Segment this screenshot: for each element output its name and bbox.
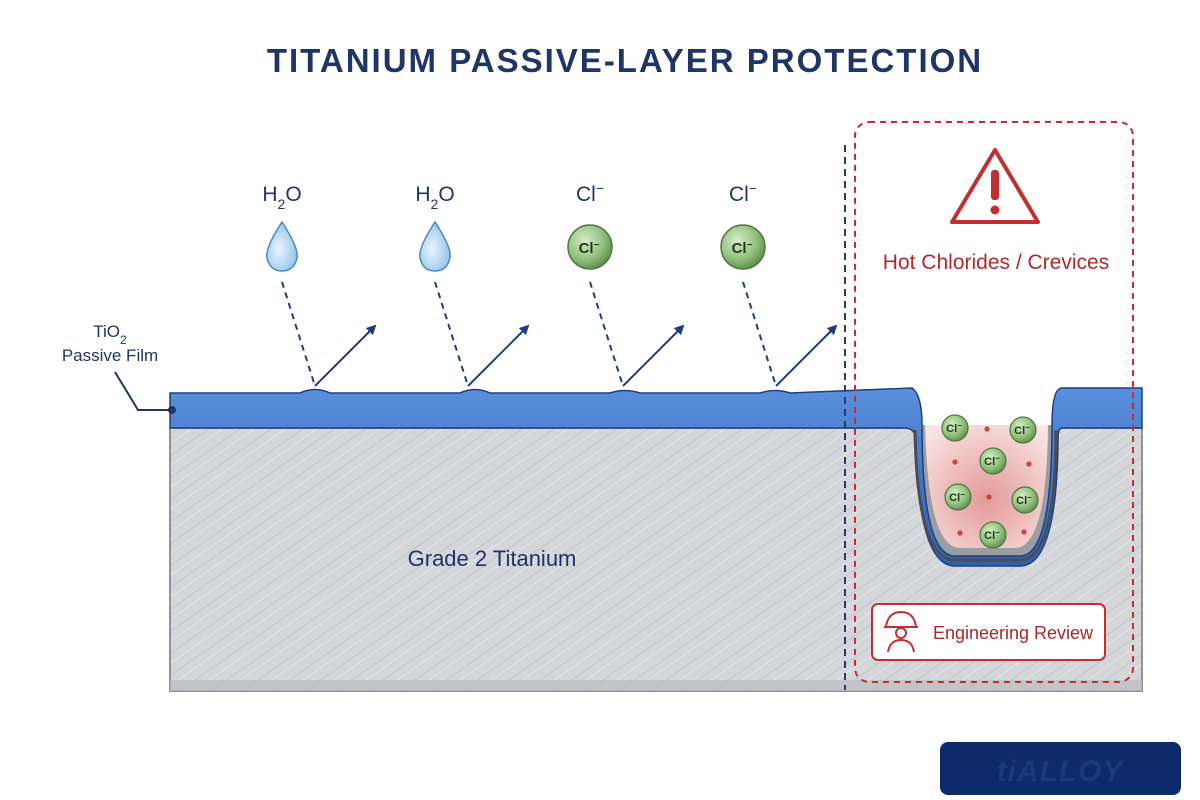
- formula-main: H: [262, 183, 277, 206]
- incoming-path: [589, 281, 624, 387]
- water-droplet-icon: [419, 220, 451, 272]
- chloride-ion-icon: [720, 224, 766, 270]
- formula-sub: 2: [431, 196, 439, 212]
- species-chloride: Cl−Cl−: [567, 180, 685, 387]
- review-label: Engineering Review: [933, 623, 1094, 643]
- species-formula: Cl−: [576, 180, 604, 206]
- species-water: H2O: [415, 183, 530, 387]
- species-formula: H2O: [415, 183, 454, 212]
- formula-sub: 2: [278, 196, 286, 212]
- incoming-path: [281, 281, 316, 387]
- formula-main: Cl: [729, 183, 749, 206]
- film-leader-dot: [168, 406, 176, 414]
- svg-text:Cl−: Cl−: [946, 421, 962, 436]
- svg-text:Cl−: Cl−: [949, 490, 965, 505]
- crevice-chloride-ion-icon: Cl−: [944, 483, 972, 511]
- crevice-chloride-ion-icon: Cl−: [979, 521, 1007, 549]
- engineering-review-button[interactable]: Engineering Review: [871, 603, 1106, 661]
- formula-main: Cl: [576, 183, 596, 206]
- hazard-label: Hot Chlorides / Crevices: [883, 251, 1109, 274]
- heat-dot: [1021, 529, 1027, 535]
- warning-triangle-icon: [950, 148, 1040, 224]
- film-label: TiO2 Passive Film: [62, 322, 176, 414]
- heat-dot: [952, 459, 958, 465]
- deflection-arrow: [467, 324, 530, 387]
- species-chloride: Cl−Cl−: [720, 180, 838, 387]
- crevice-ions: Cl− Cl− Cl− Cl− Cl− Cl−: [941, 414, 1039, 549]
- crevice-chloride-ion-icon: Cl−: [1009, 416, 1037, 444]
- formula-sup: −: [596, 180, 604, 196]
- water-droplet-icon: [266, 220, 298, 272]
- incoming-path: [742, 281, 777, 387]
- svg-text:Cl−: Cl−: [984, 454, 1000, 469]
- deflection-arrow: [622, 324, 685, 387]
- crevice-chloride-ion-icon: Cl−: [1011, 486, 1039, 514]
- species-water: H2O: [262, 183, 377, 387]
- heat-dot: [984, 426, 990, 432]
- hazard-zone: Hot Chlorides / Crevices: [854, 121, 1134, 683]
- svg-text:Cl−: Cl−: [1014, 423, 1030, 438]
- crevice-chloride-ion-icon: Cl−: [941, 414, 969, 442]
- formula-main: H: [415, 183, 430, 206]
- crevice-chloride-ion-icon: Cl−: [979, 447, 1007, 475]
- formula-tail: O: [285, 183, 301, 206]
- svg-text:Cl−: Cl−: [1016, 493, 1032, 508]
- diagram-title: TITANIUM PASSIVE-LAYER PROTECTION: [267, 42, 983, 79]
- ion-symbol: Cl−: [732, 240, 753, 258]
- heat-dot: [957, 530, 963, 536]
- svg-text:Cl−: Cl−: [984, 528, 1000, 543]
- heat-dot: [1026, 461, 1032, 467]
- film-label-text: Passive Film: [62, 346, 158, 365]
- heat-dot: [986, 494, 992, 500]
- logo-text: tiALLOY: [997, 755, 1126, 788]
- film-label-formula: TiO: [93, 322, 120, 341]
- deflection-arrow: [314, 324, 377, 387]
- formula-sup: −: [749, 180, 757, 196]
- species-formula: H2O: [262, 183, 301, 212]
- formula-tail: O: [438, 183, 454, 206]
- crevice-pit: [915, 425, 1058, 560]
- passive-film: [169, 387, 1143, 567]
- tialloy-logo: tiALLOY: [940, 742, 1181, 795]
- deflection-arrow: [775, 324, 838, 387]
- incoming-path: [434, 281, 469, 387]
- chloride-ion-icon: [567, 224, 613, 270]
- species-formula: Cl−: [729, 180, 757, 206]
- ion-symbol: Cl−: [579, 240, 600, 258]
- metal-label: Grade 2 Titanium: [408, 546, 577, 571]
- film-label-subscript: 2: [120, 333, 127, 347]
- film-leader-line: [114, 371, 170, 411]
- svg-text:TiO2: TiO2: [93, 322, 127, 347]
- engineer-icon: [884, 610, 918, 653]
